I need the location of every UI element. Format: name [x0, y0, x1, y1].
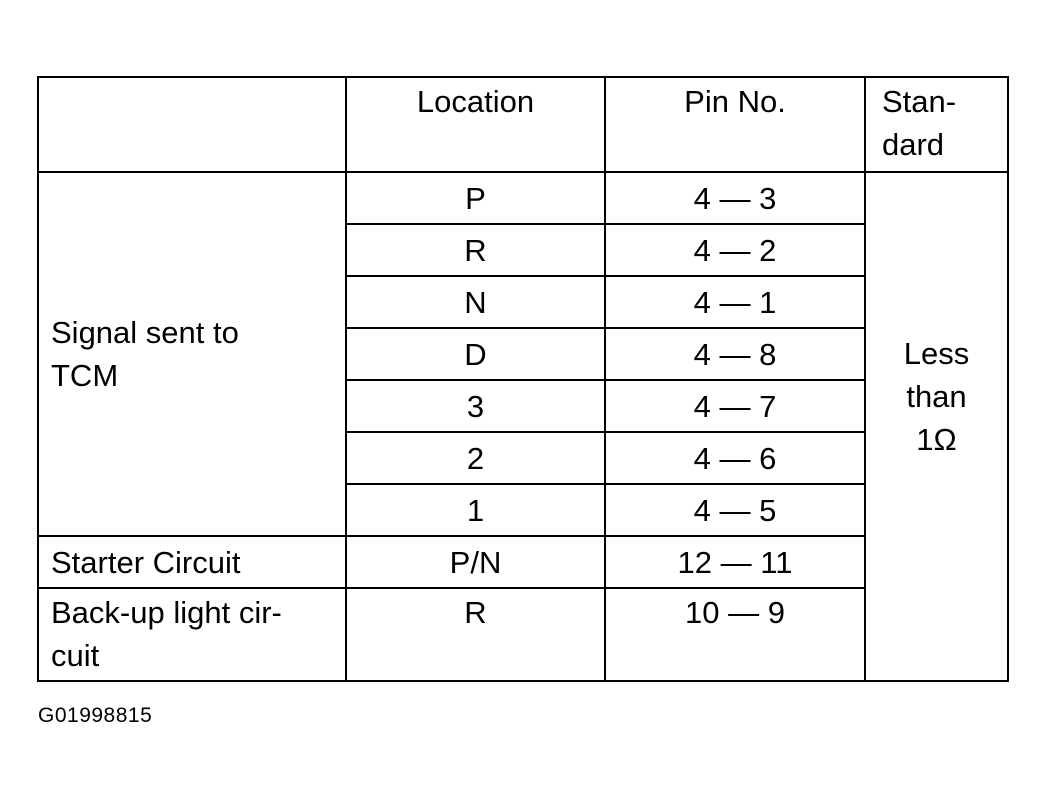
header-pin-no: Pin No. [604, 76, 866, 173]
table-row: 2 4 — 6 [38, 431, 1008, 485]
group-label-signal-line2: TCM [51, 358, 119, 393]
pin-cell: 4 — 6 [604, 431, 866, 485]
pin-cell: 4 — 2 [604, 223, 866, 277]
table-row: Starter Circuit P/N 12 — 11 [37, 535, 1008, 589]
standard-value-cell: Less than 1Ω [864, 171, 1009, 682]
table-row: Back-up light cir- cuit R 10 — 9 [37, 587, 1008, 682]
table-row: 1 4 — 5 [38, 483, 1008, 537]
table-row: D 4 — 8 [38, 327, 1008, 381]
pin-cell: 4 — 1 [604, 275, 866, 329]
location-cell: R [345, 223, 606, 277]
location-cell: D [345, 327, 606, 381]
table-row: 3 4 — 7 [38, 379, 1008, 433]
header-blank-cell [37, 76, 347, 173]
header-row: Location Pin No. Stan- dard [37, 76, 1009, 173]
group-label-signal-line1: Signal sent to [51, 315, 239, 350]
pin-cell: 12 — 11 [604, 535, 866, 589]
pin-cell: 4 — 8 [604, 327, 866, 381]
standard-value-line1: Less [903, 336, 970, 371]
pin-cell: 4 — 3 [604, 171, 866, 225]
location-cell: P [345, 171, 606, 225]
pin-cell: 10 — 9 [604, 587, 866, 682]
location-cell: N [345, 275, 606, 329]
pin-cell: 4 — 7 [604, 379, 866, 433]
standard-value-line3: 1Ω [916, 422, 957, 457]
location-cell: 2 [345, 431, 606, 485]
table-row: Signal sent to TCM P 4 — 3 Less than 1Ω [37, 171, 1009, 682]
location-cell: 1 [345, 483, 606, 537]
group-label-backup: Back-up light cir- cuit [37, 587, 347, 682]
table-row: R 4 — 2 [38, 223, 1008, 277]
group-label-starter: Starter Circuit [37, 535, 347, 589]
header-standard: Stan- dard [864, 76, 1009, 173]
table-row: N 4 — 1 [38, 275, 1008, 329]
continuity-spec-table: Location Pin No. Stan- dard Signal sent … [37, 76, 1009, 682]
group-label-backup-line1: Back-up light cir- [51, 595, 282, 630]
figure-code: G01998815 [38, 704, 153, 727]
group-label-signal: Signal sent to TCM [37, 171, 347, 537]
location-cell: 3 [345, 379, 606, 433]
pin-cell: 4 — 5 [604, 483, 866, 537]
header-standard-line2: dard [882, 127, 945, 162]
group-label-backup-line2: cuit [51, 638, 100, 673]
header-location: Location [345, 76, 606, 173]
header-standard-line1: Stan- [882, 84, 957, 119]
location-cell: P/N [345, 535, 606, 589]
location-cell: R [345, 587, 606, 682]
standard-value-line2: than [906, 379, 967, 414]
